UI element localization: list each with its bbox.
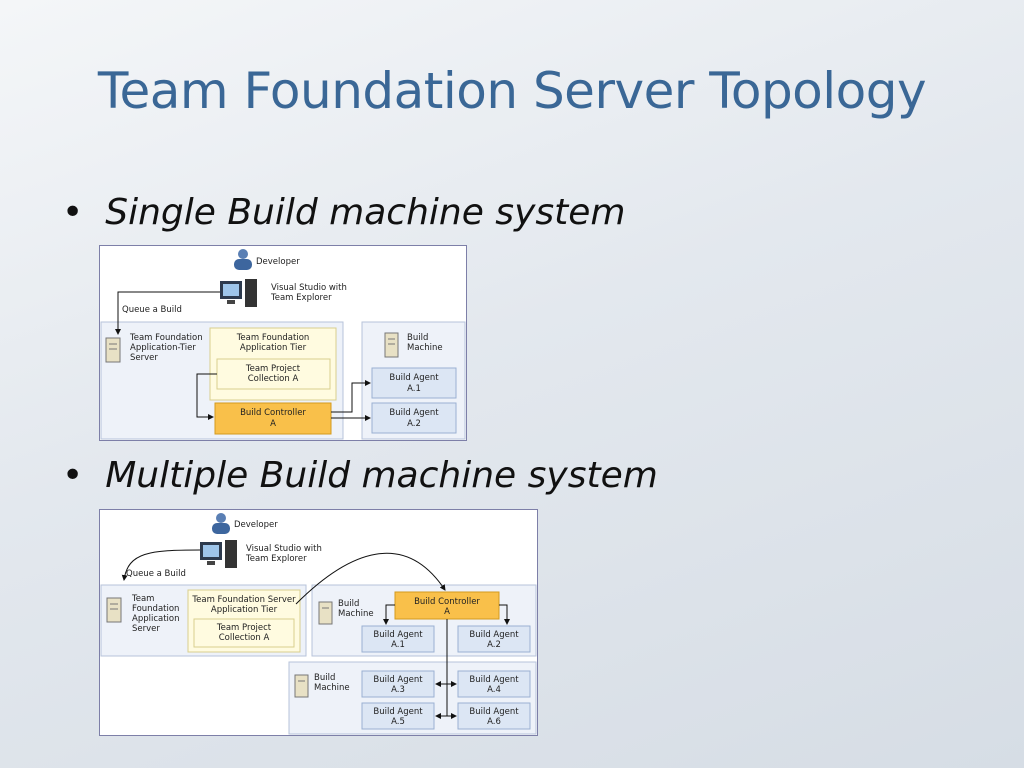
controller-line2: A	[444, 607, 450, 617]
collection-line1: Team Project	[245, 364, 301, 374]
collection-line2: Collection A	[248, 374, 299, 384]
build-agent-a2-box	[457, 625, 531, 653]
controller-to-agent-a2-arrow	[499, 604, 510, 625]
vs-label-line2: Team Explorer	[270, 293, 332, 303]
build-machine-1-icon	[318, 601, 333, 625]
agent-a5-line1: Build Agent	[373, 707, 423, 717]
build-machine-2-line1: Build	[314, 673, 335, 683]
computer-icon	[220, 279, 257, 307]
agent-a3-line1: Build Agent	[373, 675, 423, 685]
agent-a1-line2: A.1	[391, 640, 405, 650]
multiple-build-diagram: Developer Visual Studio with Team Explor…	[99, 509, 538, 736]
build-agent-a6-box	[457, 702, 531, 730]
build-machine-2-line2: Machine	[314, 683, 350, 693]
agent-a5-line2: A.5	[391, 717, 405, 727]
server-label-line4: Server	[132, 624, 160, 634]
collection-to-controller-arrow	[196, 373, 217, 420]
bullet-multiple-text: Multiple Build machine system	[105, 455, 658, 496]
agent-a4-line1: Build Agent	[469, 675, 519, 685]
build-agent-a1-box	[361, 625, 435, 653]
collection-box	[216, 358, 331, 390]
computer-icon	[200, 540, 237, 568]
build-machine-line1: Build	[407, 333, 428, 343]
developer-label: Developer	[256, 257, 300, 267]
build-agent-a2-box	[371, 402, 457, 434]
agent-a2-line1: Build Agent	[469, 630, 519, 640]
single-build-diagram: Developer Visual Studio with Team Explor…	[99, 245, 467, 441]
queue-label: Queue a Build	[126, 569, 186, 579]
server-label-line3: Server	[130, 353, 158, 363]
queue-arrow	[121, 549, 201, 581]
agent-a2-line2: A.2	[407, 419, 421, 429]
build-machine-icon	[384, 332, 399, 358]
controller-line1: Build Controller	[240, 408, 306, 418]
bullet-dot: •	[62, 192, 84, 233]
build-machine-2-icon	[294, 674, 309, 698]
server-label-line2: Foundation	[132, 604, 179, 614]
slide-title: Team Foundation Server Topology	[97, 62, 927, 120]
server-label-line2: Application-Tier	[130, 343, 196, 353]
tier-to-controller-arrow	[295, 552, 446, 605]
agent-a1-line2: A.1	[407, 384, 421, 394]
collection-box	[193, 618, 295, 648]
server-label-line1: Team Foundation	[129, 333, 203, 343]
app-tier-line2: Application Tier	[240, 343, 307, 353]
developer-icon	[234, 249, 252, 270]
queue-arrow	[115, 291, 220, 335]
controller-to-agent-a1-arrow	[331, 380, 371, 413]
vs-label-line1: Visual Studio with	[271, 283, 347, 293]
controller-line1: Build Controller	[414, 597, 480, 607]
bullet-multiple: • Multiple Build machine system	[62, 455, 658, 496]
developer-icon	[212, 513, 230, 534]
developer-label: Developer	[234, 520, 278, 530]
app-tier-line2: Application Tier	[211, 605, 278, 615]
build-machine-1-line1: Build	[338, 599, 359, 609]
bullet-single-text: Single Build machine system	[105, 192, 626, 233]
bullet-single: • Single Build machine system	[62, 192, 625, 233]
agent-a2-line1: Build Agent	[389, 408, 439, 418]
build-agent-a1-box	[371, 367, 457, 399]
agent-a6-line1: Build Agent	[469, 707, 519, 717]
bullet-dot: •	[62, 455, 84, 496]
vs-label-line1: Visual Studio with	[246, 544, 322, 554]
agent-a1-line1: Build Agent	[373, 630, 423, 640]
collection-line2: Collection A	[219, 633, 270, 643]
vs-label-line2: Team Explorer	[245, 554, 307, 564]
agent-a6-line2: A.6	[487, 717, 501, 727]
controller-to-agent-a1-arrow	[383, 604, 395, 625]
controller-line2: A	[270, 419, 276, 429]
agent-a3-line2: A.3	[391, 685, 405, 695]
collection-line1: Team Project	[216, 623, 272, 633]
build-agent-a5-box	[361, 702, 435, 730]
server-icon	[105, 337, 121, 363]
server-icon	[106, 597, 122, 623]
agent-a4-line2: A.4	[487, 685, 501, 695]
build-controller-box	[214, 402, 332, 435]
build-agent-a3-box	[361, 670, 435, 698]
app-tier-line1: Team Foundation Server	[191, 595, 296, 605]
build-agent-a4-box	[457, 670, 531, 698]
build-machine-line2: Machine	[407, 343, 443, 353]
agent-a2-line2: A.2	[487, 640, 501, 650]
queue-label: Queue a Build	[122, 305, 182, 315]
app-tier-line1: Team Foundation	[236, 333, 310, 343]
server-label-line3: Application	[132, 614, 180, 624]
agent-a1-line1: Build Agent	[389, 373, 439, 383]
build-machine-1-line2: Machine	[338, 609, 374, 619]
server-label-line1: Team	[131, 594, 154, 604]
